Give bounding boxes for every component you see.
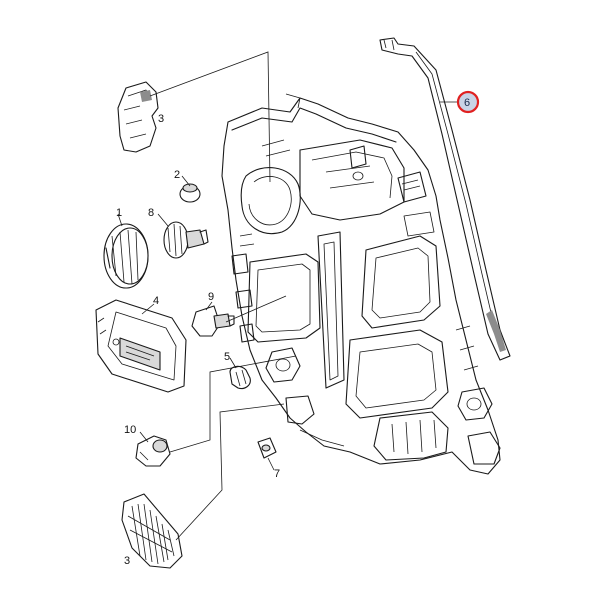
part-9-bulb-holder xyxy=(191,305,235,337)
part-10-socket xyxy=(135,435,171,467)
leader-lines xyxy=(117,51,458,541)
callout-2: 2 xyxy=(174,169,180,181)
part-3-lower-vented-cover xyxy=(121,493,183,569)
part-8-bulb-socket xyxy=(163,221,209,259)
callout-3-upper: 3 xyxy=(158,113,164,125)
callout-6: 6 xyxy=(464,97,470,109)
part-4-control-module xyxy=(95,299,187,393)
headlamp-housing xyxy=(221,93,501,475)
callout-5: 5 xyxy=(224,351,230,363)
callout-7: 7 xyxy=(274,468,280,480)
part-3-upper-bracket xyxy=(117,81,159,153)
part-6-trim-strip xyxy=(379,37,511,361)
callout-6-highlight: 6 xyxy=(456,90,480,114)
callout-9: 9 xyxy=(208,291,214,303)
callout-4: 4 xyxy=(153,295,159,307)
part-1-round-cap xyxy=(103,223,149,289)
callout-1: 1 xyxy=(116,207,122,219)
part-2-plug xyxy=(179,183,201,203)
callout-10: 10 xyxy=(124,424,136,436)
callout-8: 8 xyxy=(148,207,154,219)
callout-labels: 1 2 3 3 4 5 7 8 9 10 6 xyxy=(116,90,480,567)
part-7-clip xyxy=(257,437,277,459)
callout-3-lower: 3 xyxy=(124,555,130,567)
part-5-bulb xyxy=(229,365,251,390)
